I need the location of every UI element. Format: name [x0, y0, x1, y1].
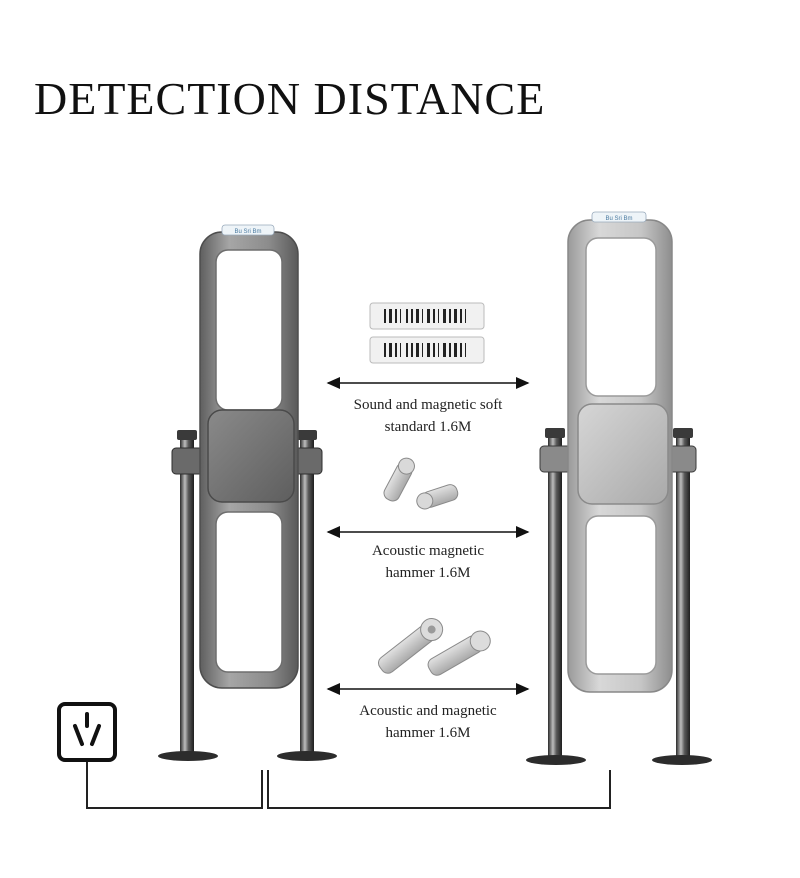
left-gate-pole-front [300, 438, 314, 756]
left-gate-label: Bu Sri Bm [234, 229, 261, 235]
measurement-caption: Sound and magnetic soft standard 1.6M [318, 394, 538, 438]
measurement-caption-line: Acoustic and magnetic [359, 703, 497, 719]
power-outlet-icon [57, 702, 117, 762]
page-title: DETECTION DISTANCE [34, 73, 546, 124]
pencil-tag-image [377, 618, 491, 676]
right-gate-label: Bu Sri Bm [605, 216, 632, 222]
power-wiring [86, 762, 611, 809]
measurement-caption-line: hammer 1.6M [385, 725, 471, 741]
soft-label-tag-image [369, 302, 485, 364]
measurement-caption-line: Sound and magnetic soft [353, 397, 503, 413]
measurement-caption-line: hammer 1.6M [385, 565, 471, 581]
measurement-caption: Acoustic and magnetic hammer 1.6M [318, 700, 538, 744]
measurement-caption: Acoustic magnetic hammer 1.6M [318, 540, 538, 584]
left-gate-pole-back [180, 438, 194, 756]
hammer-tag-image [383, 457, 459, 510]
left-security-gate: Bu Sri Bm [158, 224, 337, 761]
measurement-caption-line: Acoustic magnetic [371, 543, 485, 559]
measurement-caption-line: standard 1.6M [384, 419, 472, 435]
right-gate-pole-back [548, 436, 562, 756]
right-gate-pole-front [676, 436, 690, 756]
right-security-gate: Bu Sri Bm [526, 211, 712, 765]
